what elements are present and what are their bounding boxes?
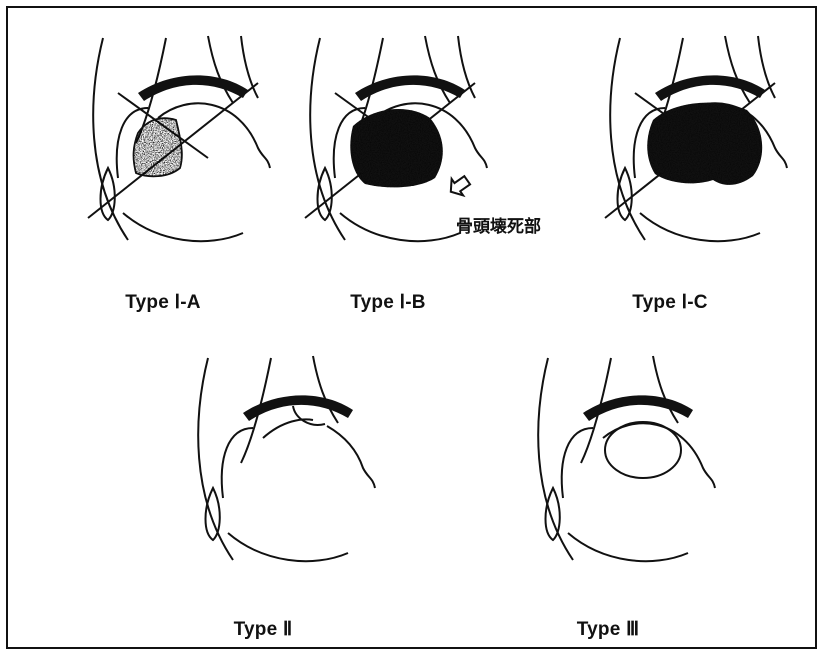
- diagram-type-2: [158, 348, 418, 608]
- diagram-type-1c: [570, 28, 825, 288]
- diagram-label-type-3: Type Ⅲ: [577, 618, 640, 641]
- necrosis-annotation-label: 骨頭壊死部: [456, 212, 541, 237]
- diagram-type-3: [498, 348, 758, 608]
- diagram-label-type-1a: Type Ⅰ-A: [125, 291, 200, 314]
- diagram-type-1b: [270, 28, 530, 288]
- diagram-label-type-1b: Type Ⅰ-B: [350, 291, 425, 314]
- figure-frame: Type Ⅰ-A Type Ⅰ-B Type Ⅰ-C Type Ⅱ Type Ⅲ…: [6, 6, 817, 649]
- diagram-label-type-2: Type Ⅱ: [234, 618, 293, 641]
- diagram-label-type-1c: Type Ⅰ-C: [632, 291, 707, 314]
